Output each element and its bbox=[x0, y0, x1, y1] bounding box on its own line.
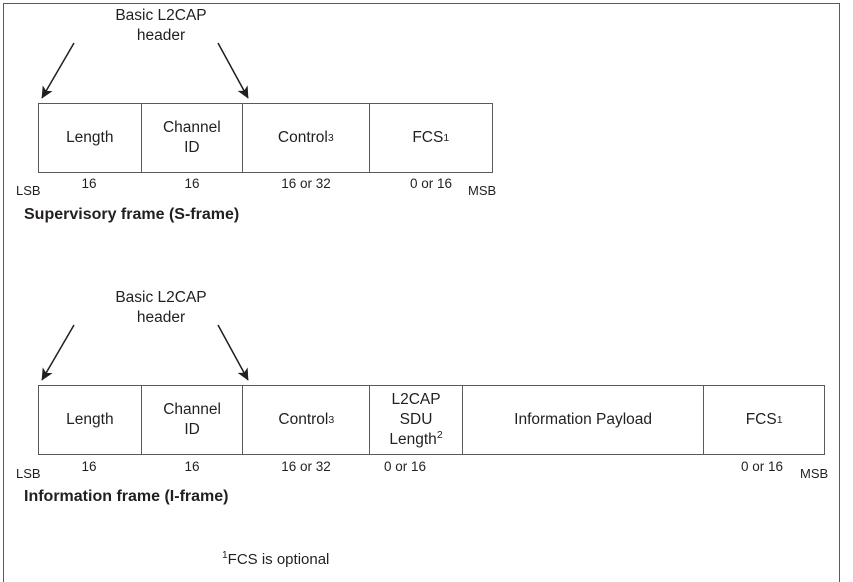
i-frame-cell-channel-id: Channel ID bbox=[142, 386, 244, 454]
footnote-fcs-optional: 1FCS is optional bbox=[222, 550, 330, 568]
i-frame-cell-length: Length bbox=[39, 386, 142, 454]
s-frame-cell-fcs-text: FCS bbox=[412, 129, 444, 147]
i-frame-callout-label: Basic L2CAP header bbox=[115, 289, 207, 327]
s-frame-bits-channel-id: 16 bbox=[184, 176, 200, 191]
i-frame-bits-length: 16 bbox=[81, 459, 97, 474]
page-border-top bbox=[3, 3, 839, 4]
i-frame-cell-information-payload: Information Payload bbox=[463, 386, 705, 454]
i-frame-cell-channel-id-text: Channel ID bbox=[163, 401, 221, 438]
footnote-marker: 1 bbox=[222, 550, 228, 561]
i-frame-cell-l2cap-sdu-length-sup: 2 bbox=[436, 428, 443, 441]
s-frame-callout-arrows bbox=[41, 42, 249, 99]
i-frame-lsb-label: LSB bbox=[16, 466, 41, 481]
i-frame-bits-channel-id: 16 bbox=[184, 459, 200, 474]
i-frame-callout-arrows bbox=[41, 324, 249, 381]
i-frame-cell-control-text: Control bbox=[278, 411, 329, 429]
s-frame-cell-channel-id: Channel ID bbox=[142, 104, 244, 172]
i-frame-bit-labels: LSB 16 16 16 or 32 0 or 16 0 or 16 MSB bbox=[0, 459, 853, 481]
i-frame-cell-fcs-text: FCS bbox=[745, 411, 777, 429]
i-frame-bits-control: 16 or 32 bbox=[281, 459, 331, 474]
page-border-left bbox=[3, 3, 4, 582]
s-frame-bits-length: 16 bbox=[81, 176, 97, 191]
s-frame-bits-fcs: 0 or 16 bbox=[409, 176, 453, 191]
i-frame-cell-information-payload-text: Information Payload bbox=[514, 411, 653, 429]
page-border-right bbox=[839, 3, 840, 582]
s-frame-cell-length: Length bbox=[39, 104, 142, 172]
s-frame-bit-labels: LSB 16 16 16 or 32 0 or 16 MSB bbox=[0, 176, 853, 198]
i-frame-bits-fcs: 0 or 16 bbox=[740, 459, 784, 474]
i-frame-bits-l2cap-sdu-length: 0 or 16 bbox=[383, 459, 427, 474]
s-frame-cell-control-text: Control bbox=[277, 129, 328, 147]
i-frame-cell-l2cap-sdu-length: L2CAP SDU Length2 bbox=[370, 386, 463, 454]
i-frame-msb-label: MSB bbox=[800, 466, 829, 481]
s-frame-cell-channel-id-text: Channel ID bbox=[162, 119, 221, 156]
i-frame-cell-l2cap-sdu-length-text: L2CAP SDU Length bbox=[389, 391, 441, 448]
s-frame-caption: Supervisory frame (S-frame) bbox=[24, 206, 240, 223]
s-frame-msb-label: MSB bbox=[468, 183, 497, 198]
s-frame-cell-length-text: Length bbox=[66, 129, 114, 147]
s-frame-bits-control: 16 or 32 bbox=[281, 176, 331, 191]
i-frame-caption: Information frame (I-frame) bbox=[24, 488, 229, 505]
s-frame-callout-label: Basic L2CAP header bbox=[115, 7, 207, 45]
s-frame-lsb-label: LSB bbox=[16, 183, 41, 198]
i-frame-cell-length-text: Length bbox=[66, 411, 114, 429]
footnote-text: FCS is optional bbox=[227, 551, 330, 568]
